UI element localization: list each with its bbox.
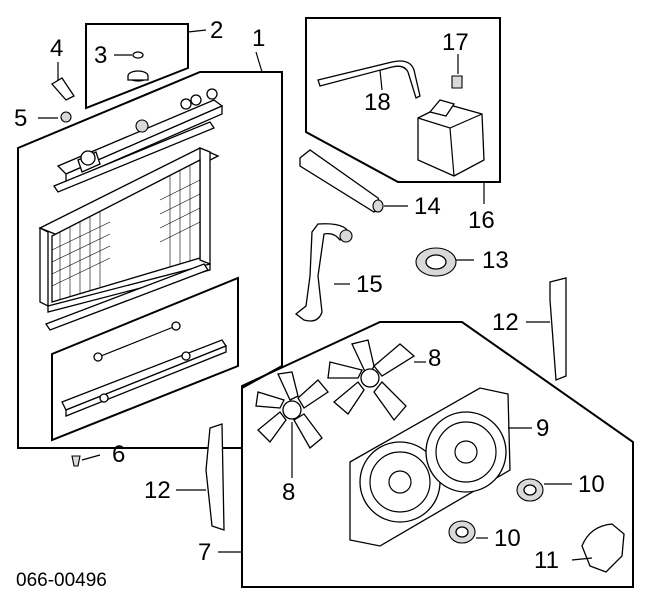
air-guide-right [549,277,567,381]
callout-8-upper: 8 [428,345,441,372]
callout-1: 1 [252,25,265,52]
callout-12-left: 12 [144,477,171,504]
radiator-cap [127,70,149,82]
callout-2: 2 [210,17,223,44]
fan-motor-upper [516,478,544,502]
lower-hose [294,223,351,322]
callout-7: 7 [198,539,211,566]
fan-group-frame [241,321,634,588]
callout-5: 5 [14,105,27,132]
upper-hose [299,149,383,213]
fan-cover [581,523,625,573]
reservoir-group-frame [305,17,501,183]
air-guide-left [205,423,225,531]
reservoir-cap [451,75,463,89]
overflow-hose [317,60,421,99]
coolant-reservoir [417,99,485,177]
fan-shroud [349,387,511,547]
callout-17: 17 [442,29,469,56]
upper-hose-clamp [372,199,384,213]
callout-10-lower: 10 [494,525,521,552]
callout-3: 3 [94,42,107,69]
leader-lines [38,29,593,561]
radiator-lower-tank [61,321,227,417]
callout-16: 16 [468,207,495,234]
callout-13: 13 [482,247,509,274]
callout-9: 9 [536,415,549,442]
fan-blade-upper [327,339,416,422]
lower-hose-clamp [339,229,353,243]
bracket-clip [50,77,75,101]
callout-12-right: 12 [492,309,519,336]
radiator-core [38,147,220,313]
callout-15: 15 [356,271,383,298]
callout-10-upper: 10 [578,471,605,498]
callout-4: 4 [50,35,63,62]
drawing-number: 066-00496 [16,570,107,591]
callout-18: 18 [364,89,391,116]
drain-plug [71,455,81,467]
cap-group-frame [85,23,189,110]
lower-tank-subframe [51,276,239,442]
upper-seal-strip [53,121,215,193]
callout-11: 11 [534,547,559,574]
bushing [60,111,72,123]
callout-14: 14 [414,193,441,220]
callout-6: 6 [112,441,125,468]
fan-relay [415,247,457,277]
callout-8-lower: 8 [282,479,295,506]
fan-blade-lower [255,371,329,449]
lower-seal-strip [45,263,209,331]
drain-plug-oring [132,51,144,59]
radiator-upper-tank [56,88,224,183]
fan-motor-lower [448,520,476,544]
